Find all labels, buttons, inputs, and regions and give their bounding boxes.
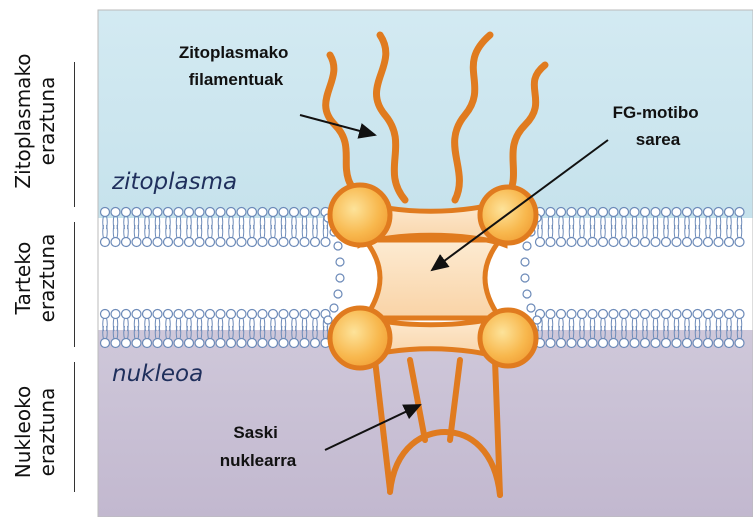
lipid-head [527,304,535,312]
lipid-head [324,316,332,324]
nuclear-ring-right [480,310,536,366]
region-nucleus: nukleoa [112,361,203,387]
lipid-head [523,242,531,250]
label-cyto-filaments-line2: filamentuak [189,70,284,89]
lipid-head [334,290,342,298]
cyto-ring-left [330,185,390,245]
lipid-head [521,258,529,266]
nucleus-background [98,330,753,517]
label-cyto-filaments-line1: Zitoplasmako [179,43,289,62]
lipid-head [330,304,338,312]
region-cytoplasm: zitoplasma [111,169,237,195]
lipid-head [336,258,344,266]
label-nuclear-basket-line2: nuklearra [220,451,297,470]
lipid-head [336,274,344,282]
label-fg-network-line1: FG-motibo [613,103,699,122]
nuclear-ring-left [330,308,390,368]
lipid-head [521,274,529,282]
lipid-head [523,290,531,298]
lipid-head [334,242,342,250]
label-fg-network-line2: sarea [636,130,681,149]
label-nuclear-basket-line1: Saski [233,423,277,442]
